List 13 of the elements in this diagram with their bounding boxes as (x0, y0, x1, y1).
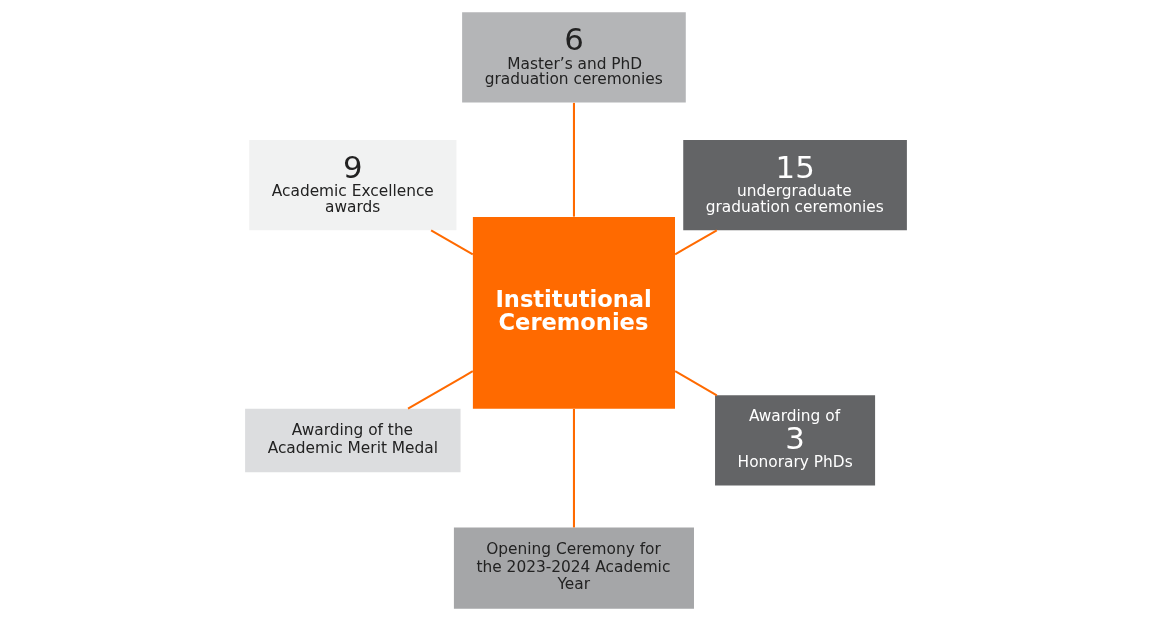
node-box: Institutional Ceremonies (472, 216, 675, 409)
node-box: Opening Ceremony for the 2023-2024 Academic Year (453, 527, 694, 609)
connector (407, 370, 473, 410)
connector (430, 229, 473, 256)
connector (674, 229, 717, 256)
node-box: 9 Academic Excellence awards (248, 140, 456, 231)
connector (572, 102, 575, 217)
node-box: 6 Master’s and PhD graduation ceremonies (461, 12, 686, 103)
connector (572, 409, 575, 528)
node-box: Awarding of 3 Honorary PhDs (714, 395, 875, 486)
connector (674, 370, 717, 397)
node-box: 15 undergraduate graduation ceremonies (682, 140, 907, 231)
node-box: Awarding of the Academic Merit Medal (244, 408, 461, 473)
